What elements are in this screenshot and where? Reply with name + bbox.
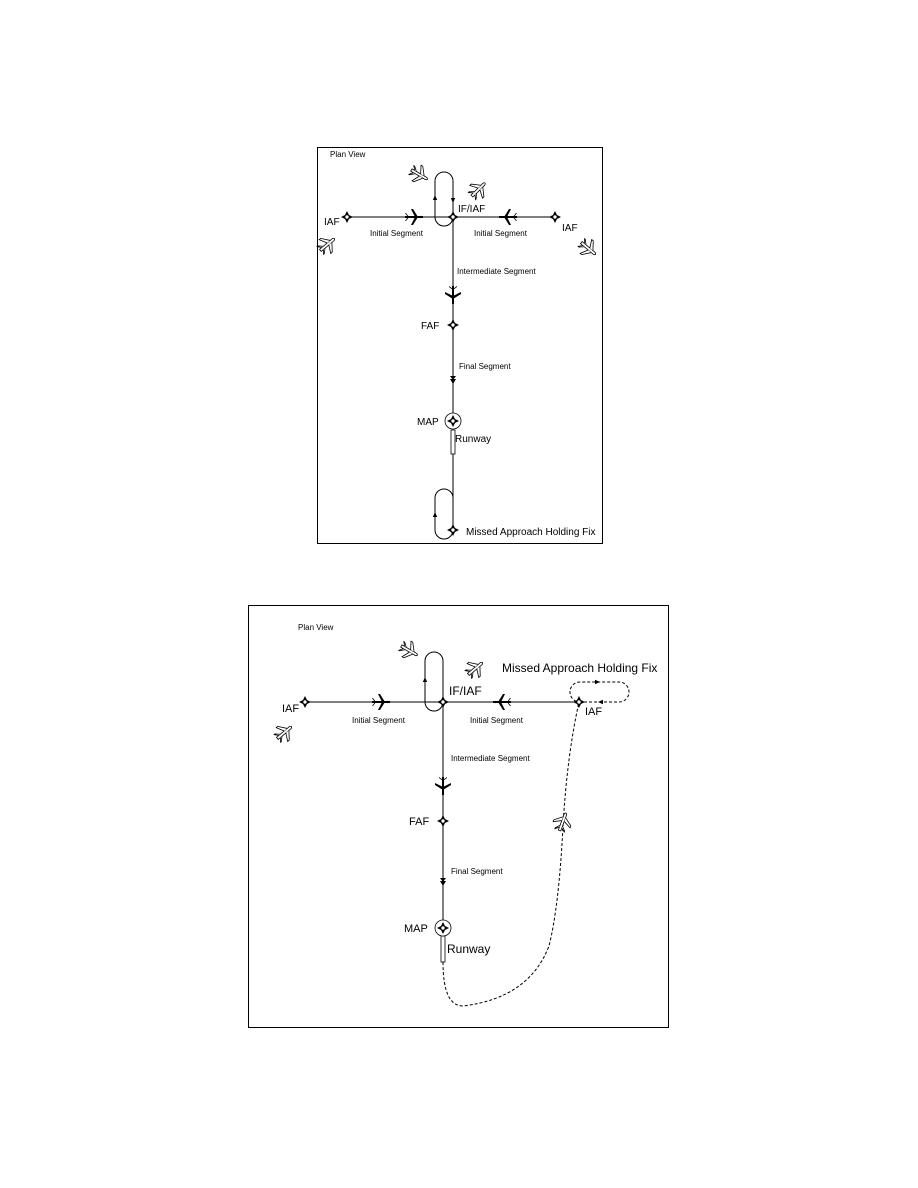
- holding-arrow: [598, 699, 603, 705]
- holding-pattern-if-iaf: [424, 651, 444, 712]
- aircraft-outline-icon: [575, 235, 602, 262]
- faf-fix-icon: [436, 814, 450, 828]
- iaf-left-fix-icon: [298, 695, 312, 709]
- missed-approach-holding-pattern: [569, 681, 630, 703]
- initial-segment-right-label: Initial Segment: [474, 229, 528, 238]
- holding-arrow: [432, 512, 438, 517]
- aircraft-outline-icon: [406, 161, 433, 188]
- diagram-1-title: Plan View: [330, 150, 366, 159]
- runway-label: Runway: [455, 434, 491, 445]
- missed-approach-holding-pattern: [434, 488, 454, 540]
- plan-view-diagram-1: Plan View IAF IAF: [314, 147, 603, 544]
- map-label: MAP: [417, 417, 439, 428]
- missed-approach-holding-fix-label: Missed Approach Holding Fix: [466, 527, 596, 538]
- holding-arrow: [432, 195, 438, 200]
- aircraft-outline-icon: [396, 637, 423, 664]
- initial-segment-right-label: Initial Segment: [470, 716, 524, 725]
- diagram-1-canvas: Plan View IAF IAF: [314, 150, 602, 540]
- faf-label: FAF: [409, 816, 429, 828]
- final-segment-arrow: [440, 878, 446, 886]
- iaf-left-label: IAF: [324, 217, 340, 228]
- iaf-right-label: IAF: [562, 223, 578, 234]
- aircraft-icon: [371, 693, 391, 711]
- aircraft-outline-icon: [462, 655, 489, 682]
- iaf-right-label: IAF: [585, 706, 602, 718]
- aircraft-icon: [498, 208, 518, 226]
- missed-approach-path: [442, 701, 580, 1007]
- holding-pattern-if-iaf: [434, 171, 454, 227]
- intermediate-segment-label: Intermediate Segment: [451, 754, 530, 763]
- missed-approach-holding-fix-label: Missed Approach Holding Fix: [502, 661, 657, 675]
- final-segment-label: Final Segment: [451, 867, 503, 876]
- initial-segment-left-label: Initial Segment: [370, 229, 424, 238]
- final-segment-arrow: [450, 376, 456, 384]
- iaf-right-fix-icon: [572, 695, 586, 709]
- aircraft-icon: [444, 285, 462, 305]
- aircraft-outline-icon: [271, 719, 298, 746]
- faf-fix-icon: [446, 318, 460, 332]
- iaf-right-fix-icon: [548, 210, 562, 224]
- runway-label: Runway: [447, 942, 490, 956]
- iaf-left-fix-icon: [340, 210, 354, 224]
- aircraft-icon: [492, 693, 512, 711]
- map-label: MAP: [404, 923, 428, 935]
- intermediate-segment-label: Intermediate Segment: [457, 267, 536, 276]
- final-segment-label: Final Segment: [459, 362, 511, 371]
- holding-arrow: [450, 198, 456, 203]
- diagram-2-canvas: Plan View IAF IAF IF/: [271, 623, 657, 1007]
- holding-arrow: [422, 677, 428, 682]
- aircraft-outline-icon: [314, 231, 341, 258]
- if-iaf-label: IF/IAF: [458, 204, 485, 215]
- missed-holding-fix-icon: [446, 523, 460, 537]
- iaf-left-label: IAF: [282, 703, 299, 715]
- aircraft-outline-icon: [550, 809, 575, 834]
- aircraft-icon: [404, 208, 424, 226]
- diagram-2-title: Plan View: [298, 623, 334, 632]
- aircraft-icon: [434, 776, 452, 796]
- runway-symbol: [440, 935, 446, 963]
- if-iaf-label: IF/IAF: [449, 684, 482, 698]
- initial-segment-left-label: Initial Segment: [352, 716, 406, 725]
- if-iaf-fix-icon: [436, 695, 450, 709]
- faf-label: FAF: [421, 321, 439, 332]
- plan-view-diagram-2: Plan View IAF IAF IF/: [248, 605, 669, 1028]
- holding-arrow: [595, 679, 600, 685]
- aircraft-outline-icon: [465, 176, 492, 203]
